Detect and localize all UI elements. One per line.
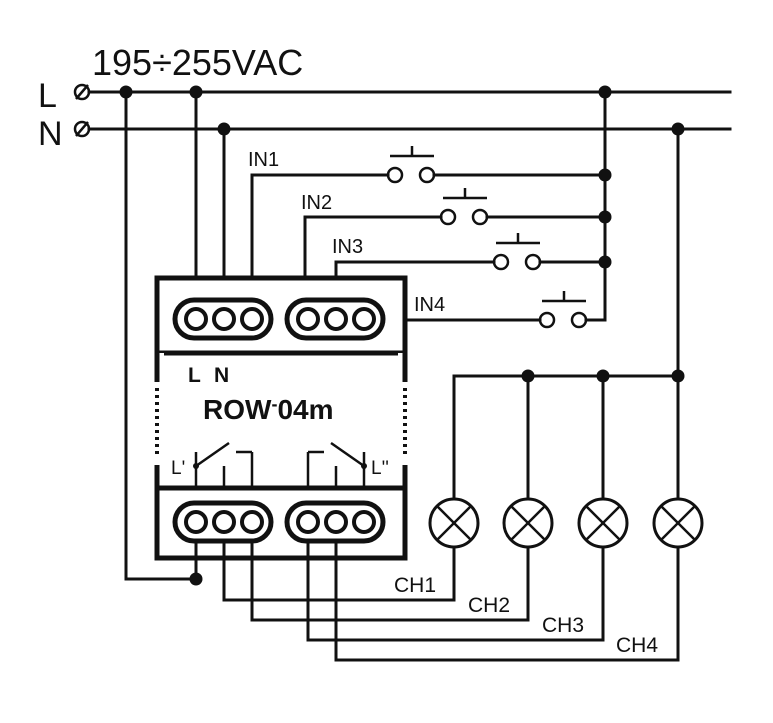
lamp-ch2-icon [502, 497, 554, 549]
input-label-in1: IN1 [248, 149, 279, 171]
relay-out-2-label: L'' [371, 458, 389, 479]
push-button-in1 [250, 146, 607, 284]
supply-voltage-label: 195÷255VAC [92, 42, 303, 83]
line-label: L [38, 77, 57, 115]
row-04m-module [152, 275, 410, 561]
channel-label-ch1: CH1 [394, 574, 436, 597]
top-terminal-block-right [284, 297, 386, 341]
lamp-ch3-icon [577, 497, 629, 549]
input-label-in4: IN4 [414, 294, 445, 316]
input-label-in3: IN3 [332, 236, 363, 258]
channel-label-ch2: CH2 [468, 594, 510, 617]
top-terminal-block-left [172, 297, 274, 341]
relay-out-1-label: L' [171, 458, 185, 479]
junction-dots [119, 85, 685, 586]
device-name: ROW-04m [203, 394, 333, 425]
lamp-ch4-icon [652, 497, 704, 549]
line-terminal-icon [73, 83, 91, 101]
terminal-l-label: L [188, 364, 201, 387]
device-name-sep: - [271, 394, 277, 414]
neutral-label: N [38, 115, 63, 153]
device-name-main: ROW [203, 394, 272, 425]
device-name-suffix: 04m [277, 394, 333, 425]
push-button-in2 [303, 188, 607, 284]
relay-contact-right [306, 441, 367, 488]
push-button-in3 [334, 233, 607, 284]
lamp-ch1-icon [428, 497, 480, 549]
relay-contact-left [193, 441, 254, 488]
channel-label-ch3: CH3 [542, 614, 584, 637]
neutral-terminal-icon [73, 120, 91, 138]
terminal-n-label: N [214, 364, 229, 387]
channel-label-ch4: CH4 [616, 634, 658, 657]
input-label-in2: IN2 [301, 192, 332, 214]
